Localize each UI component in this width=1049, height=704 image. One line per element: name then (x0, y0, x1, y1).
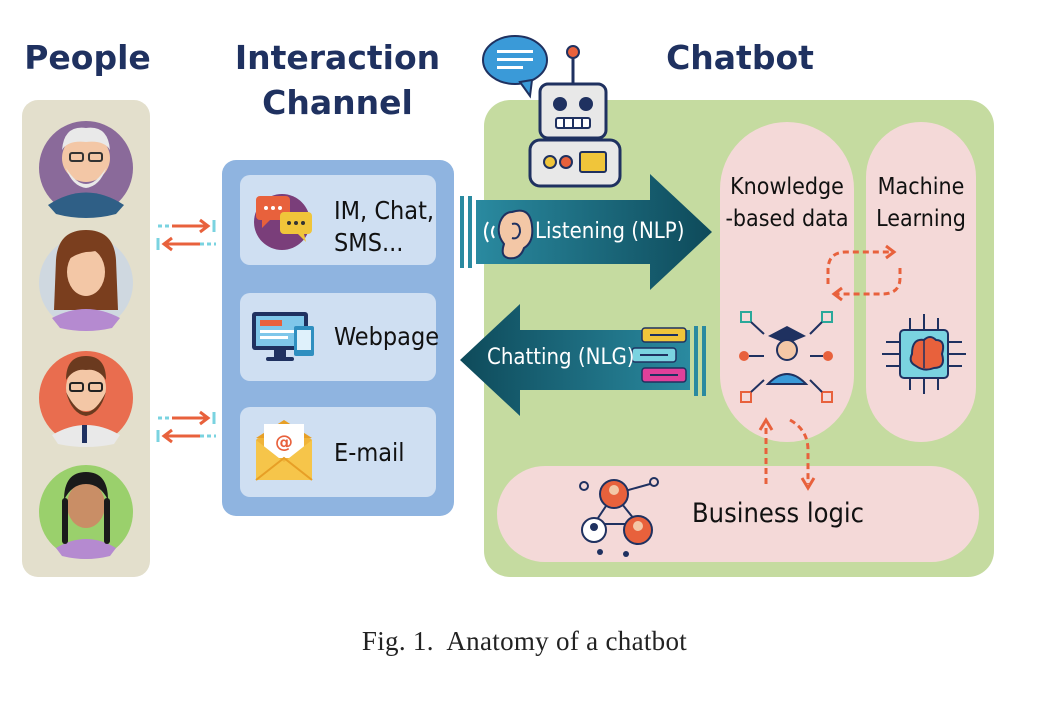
interaction-channel-heading-line2: Channel (262, 83, 413, 122)
knowledge-based-data-component (720, 122, 854, 442)
monitor-icon (252, 312, 314, 361)
channel-webpage-label: Webpage (334, 322, 440, 351)
message-tags-icon (631, 327, 687, 383)
bearded-man-avatar-icon (39, 351, 133, 447)
business-logic-label: Business logic (692, 498, 864, 529)
ear-icon (484, 209, 534, 260)
graduate-network-icon (739, 311, 833, 403)
listening-arrow (460, 174, 712, 290)
exchange-arrows-lower (156, 410, 216, 444)
brain-chip-icon (882, 314, 966, 394)
machine-learning-component (866, 122, 976, 442)
channel-im-label-line1: IM, Chat, (334, 196, 435, 225)
old-man-avatar-icon (39, 121, 133, 218)
chat-bubbles-icon (254, 194, 312, 250)
channel-im-label-line2: SMS... (334, 228, 404, 257)
knowledge-label-line2: -based data (725, 206, 849, 232)
chatbot-heading: Chatbot (666, 38, 814, 77)
channel-email-label: E-mail (334, 438, 405, 467)
interaction-channel-heading-line1: Interaction (234, 38, 441, 77)
girl-avatar-icon (39, 465, 133, 559)
chatting-label: Chatting (NLG) (487, 345, 635, 370)
envelope-icon: @ (255, 420, 313, 481)
listening-label: Listening (NLP) (535, 219, 685, 244)
people-heading: People (24, 38, 151, 77)
woman-avatar-icon (39, 230, 133, 331)
svg-text:@: @ (275, 432, 293, 453)
business-network-icon (579, 477, 659, 557)
exchange-arrows-upper (156, 218, 216, 252)
robot-icon (528, 45, 622, 188)
chatting-arrow (460, 304, 706, 416)
ml-label-line2: Learning (876, 206, 966, 232)
knowledge-business-exchange-arrows (758, 417, 816, 491)
knowledge-label-line1: Knowledge (730, 174, 844, 200)
knowledge-ml-exchange-arrows (826, 244, 902, 302)
speech-bubble-icon (482, 35, 548, 99)
figure-caption: Fig. 1. Anatomy of a chatbot (361, 626, 688, 656)
ml-label-line1: Machine (877, 174, 965, 200)
people-panel (22, 100, 150, 577)
